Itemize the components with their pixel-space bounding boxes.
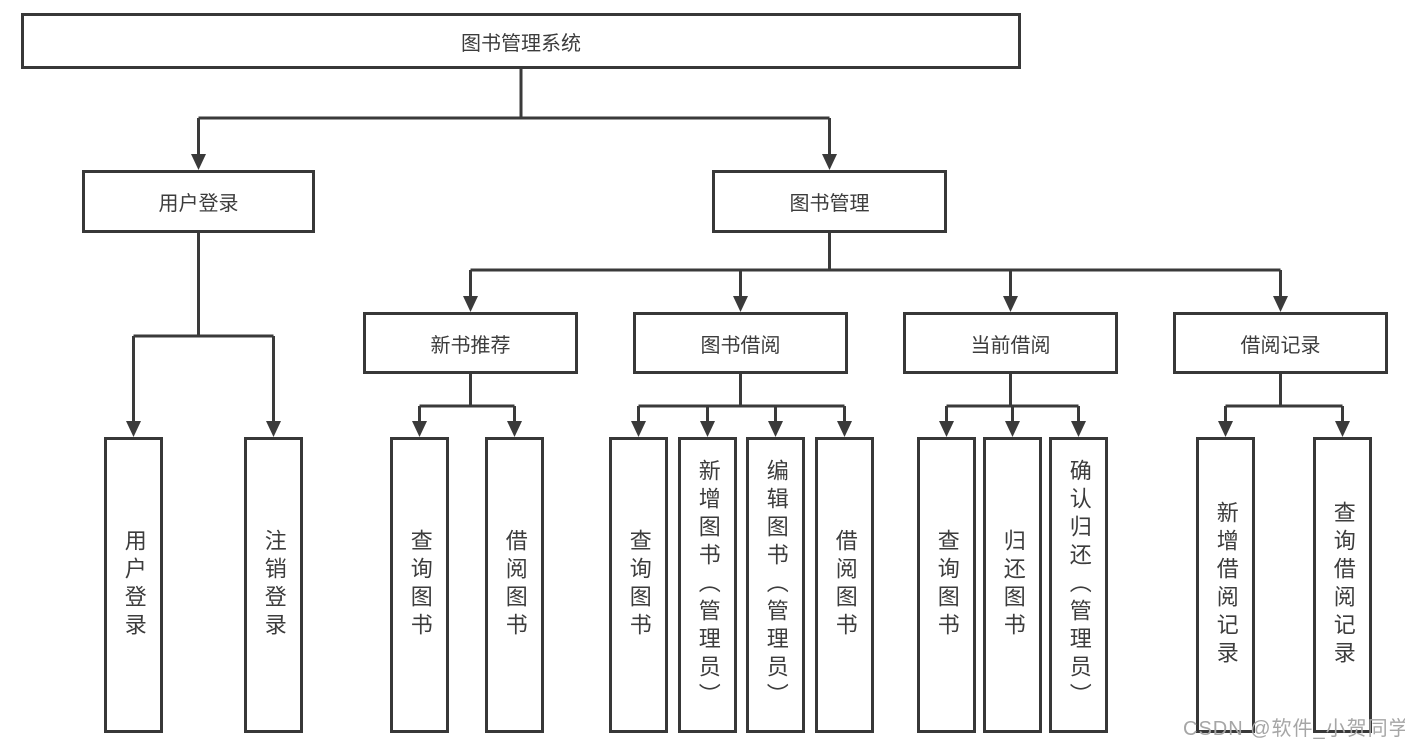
arrowhead xyxy=(733,296,748,312)
leaf-label: 查询借阅记录 xyxy=(1330,501,1356,669)
connector-path xyxy=(132,233,275,425)
arrowhead xyxy=(191,154,206,170)
leaf-label: 借阅图书 xyxy=(832,529,858,641)
connector-path xyxy=(418,374,1344,425)
leaf-label: 编辑图书（管理员） xyxy=(763,459,789,711)
arrowhead xyxy=(768,421,783,437)
leaf-current-borrow-0: 查询图书 xyxy=(917,437,976,733)
node-new-book-recommend: 新书推荐 xyxy=(363,312,578,374)
node-book-management: 图书管理 xyxy=(712,170,947,233)
arrowhead xyxy=(1071,421,1086,437)
leaf-new-book-recommend-1: 借阅图书 xyxy=(485,437,544,733)
watermark-text: CSDN @软件_小贺同学 xyxy=(1183,718,1405,740)
arrowhead xyxy=(463,296,478,312)
leaf-label: 新增借阅记录 xyxy=(1213,501,1239,669)
arrowhead xyxy=(266,421,281,437)
node-borrow-records-label: 借阅记录 xyxy=(1240,334,1321,357)
leaf-label: 借阅图书 xyxy=(502,529,528,641)
arrowhead xyxy=(1218,421,1233,437)
arrowhead xyxy=(1005,421,1020,437)
node-book-borrow-label: 图书借阅 xyxy=(700,334,781,357)
node-book-management-label: 图书管理 xyxy=(789,193,870,215)
arrowhead xyxy=(507,421,522,437)
connector-path xyxy=(469,233,1282,300)
leaf-label: 归还图书 xyxy=(1000,529,1026,641)
arrowhead xyxy=(1003,296,1018,312)
arrowhead xyxy=(837,421,852,437)
node-borrow-records: 借阅记录 xyxy=(1173,312,1388,374)
node-root: 图书管理系统 xyxy=(21,13,1021,69)
leaf-label: 查询图书 xyxy=(407,529,433,641)
leaf-label: 注销登录 xyxy=(261,529,287,641)
arrowhead xyxy=(1335,421,1350,437)
arrowhead xyxy=(631,421,646,437)
leaf-label: 新增图书（管理员） xyxy=(695,459,721,711)
leaf-new-book-recommend-0: 查询图书 xyxy=(390,437,449,733)
leaf-borrow-records-1: 查询借阅记录 xyxy=(1313,437,1372,733)
arrowhead xyxy=(1273,296,1288,312)
node-new-book-recommend-label: 新书推荐 xyxy=(430,334,511,357)
node-current-borrow-label: 当前借阅 xyxy=(970,334,1051,357)
node-current-borrow: 当前借阅 xyxy=(903,312,1118,374)
leaf-current-borrow-2: 确认归还（管理员） xyxy=(1049,437,1108,733)
leaf-label: 确认归还（管理员） xyxy=(1066,459,1092,711)
leaf-label: 查询图书 xyxy=(934,529,960,641)
node-book-borrow: 图书借阅 xyxy=(633,312,848,374)
leaf-label: 查询图书 xyxy=(626,529,652,641)
leaf-book-borrow-2: 编辑图书（管理员） xyxy=(746,437,805,733)
node-user-login-label: 用户登录 xyxy=(158,193,239,215)
node-user-login: 用户登录 xyxy=(82,170,315,233)
arrowhead xyxy=(126,421,141,437)
arrowhead xyxy=(412,421,427,437)
arrowhead xyxy=(822,154,837,170)
leaf-borrow-records-0: 新增借阅记录 xyxy=(1196,437,1255,733)
connector-path xyxy=(197,69,831,158)
leaf-user-login-0: 用户登录 xyxy=(104,437,163,733)
leaf-book-borrow-0: 查询图书 xyxy=(609,437,668,733)
leaf-book-borrow-1: 新增图书（管理员） xyxy=(678,437,737,733)
arrowhead xyxy=(939,421,954,437)
leaf-user-login-1: 注销登录 xyxy=(244,437,303,733)
node-root-label: 图书管理系统 xyxy=(461,32,581,55)
arrowhead xyxy=(700,421,715,437)
leaf-label: 用户登录 xyxy=(121,529,147,641)
leaf-book-borrow-3: 借阅图书 xyxy=(815,437,874,733)
leaf-current-borrow-1: 归还图书 xyxy=(983,437,1042,733)
